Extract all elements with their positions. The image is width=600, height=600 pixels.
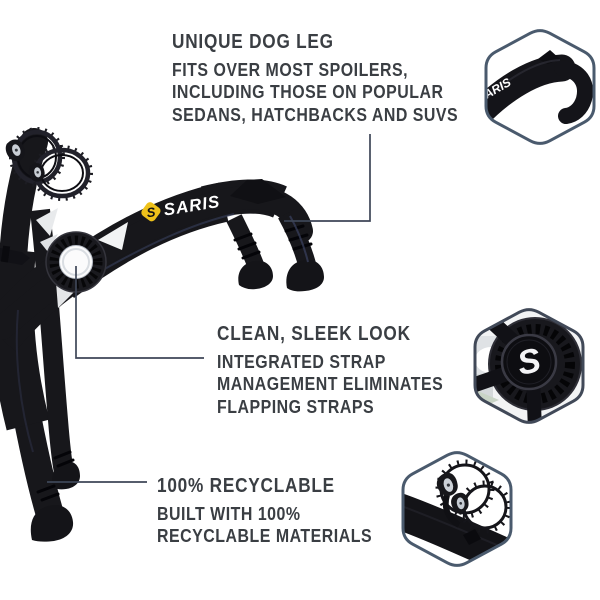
leader-line-sleek-look	[75, 266, 204, 359]
detail-hex-straps	[401, 451, 513, 567]
callout-recyclable: 100% RECYCLABLE BUILT WITH 100% RECYCLAB…	[157, 475, 372, 548]
detail-hex-dog-leg: SARIS	[484, 29, 596, 145]
saris-badge-icon	[141, 202, 161, 222]
front-prong-foot	[238, 260, 273, 290]
hexagon-frame	[401, 451, 513, 567]
callout-title: UNIQUE DOG LEG	[172, 31, 334, 53]
strap-buckle	[5, 139, 25, 162]
detail-hex-strap-hub: S	[473, 308, 585, 424]
callout-line: RECYCLABLE MATERIALS	[157, 525, 373, 547]
callout-title: 100% RECYCLABLE	[157, 475, 335, 497]
leader-line-dog-leg	[284, 134, 371, 222]
strap-buckle	[451, 492, 469, 513]
hexagon-frame	[484, 29, 596, 145]
hexagon-frame	[473, 308, 585, 424]
callout-line: INTEGRATED STRAP	[217, 351, 386, 372]
saris-badge-letter: S	[146, 204, 157, 220]
callout-line: BUILT WITH 100%	[157, 503, 301, 524]
strap-buckle	[436, 472, 458, 496]
side-strap-fragment	[0, 245, 30, 265]
dog-leg-fin	[230, 179, 286, 204]
coiled-straps	[5, 127, 93, 201]
callout-title: CLEAN, SLEEK LOOK	[217, 323, 411, 345]
callout-line: FLAPPING STRAPS	[217, 395, 375, 417]
strap-buckle	[28, 163, 45, 182]
grip-ribs	[36, 224, 313, 502]
callout-line: INCLUDING THOSE ON POPULAR	[172, 81, 444, 103]
callout-dog-leg: UNIQUE DOG LEG FITS OVER MOST SPOILERS, …	[172, 31, 458, 126]
rear-prong-foot	[286, 259, 324, 292]
callout-sleek-look: CLEAN, SLEEK LOOK INTEGRATED STRAP MANAG…	[217, 323, 443, 418]
callout-line: SEDANS, HATCHBACKS AND SUVS	[172, 103, 459, 125]
callout-line: MANAGEMENT ELIMINATES	[217, 373, 444, 395]
front-leg-foot	[30, 504, 74, 542]
callout-line: FITS OVER MOST SPOILERS,	[172, 59, 409, 80]
